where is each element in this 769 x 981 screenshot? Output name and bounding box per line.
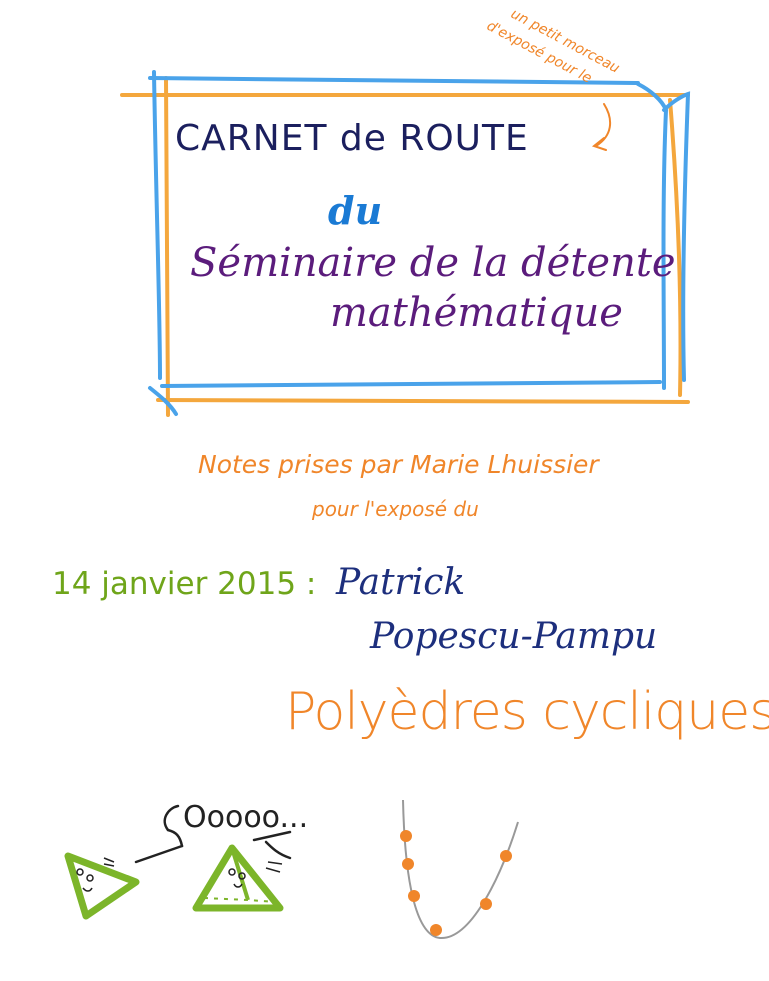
notes-author-line: Notes prises par Marie Lhuissier — [198, 450, 599, 479]
header-title-line-2: du — [328, 188, 383, 233]
parabola-points-icon — [400, 799, 519, 940]
header-title-line-3: Séminaire de la détente — [190, 240, 676, 286]
notes-expose-line: pour l'exposé du — [312, 497, 479, 521]
speech-bubble-text: Ooooo... — [183, 800, 309, 835]
speaker-last-name: Popescu-Pampu — [370, 616, 658, 657]
tetrahedron-character-icon — [192, 844, 284, 912]
blue-frame — [148, 70, 691, 416]
header-title-line-1: CARNET de ROUTE — [175, 118, 529, 159]
header-title-line-4: mathématique — [330, 290, 623, 336]
talk-date: 14 janvier 2015 : — [52, 566, 317, 602]
orange-frame — [120, 76, 690, 417]
speech-bubble-icon — [134, 804, 292, 864]
triangle-character-icon — [64, 852, 140, 920]
speaker-first-name: Patrick — [336, 562, 466, 603]
annotation-arrow-icon — [591, 103, 612, 151]
talk-title: Polyèdres cycliques — [285, 682, 769, 742]
